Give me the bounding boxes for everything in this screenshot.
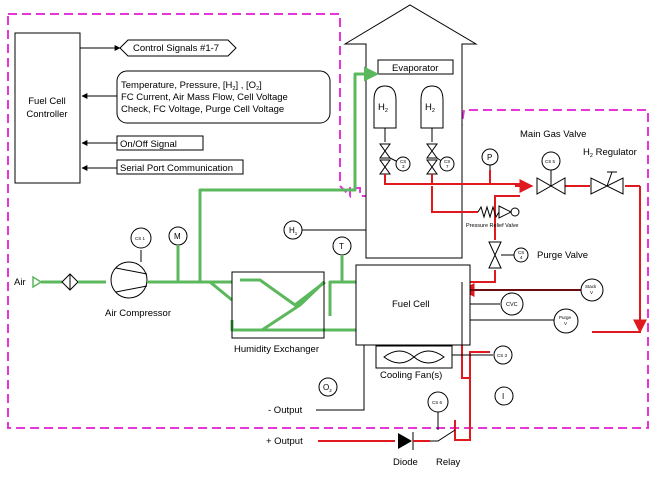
tank-valve-2 [426,143,438,159]
main-gas-valve-label: Main Gas Valve [520,129,586,140]
tank-valve-1 [379,143,391,159]
svg-text:V: V [564,321,567,326]
o2-sensor [318,377,338,397]
cs7-sensor [439,156,455,172]
evaporator-housing [343,4,478,259]
control-signals-tag [119,39,237,57]
svg-text:CS 5: CS 5 [545,159,556,164]
sensor-signals-line2: FC Current, Air Mass Flow, Cell Voltage [121,92,288,103]
pressure-relief-spring [477,205,500,219]
h2-tank-2 [420,85,444,129]
air-label: Air [14,277,26,288]
purge-valve [488,241,502,269]
svg-text:CS: CS [518,250,524,255]
humidity-exchanger [231,271,325,339]
svg-text:M: M [174,232,181,241]
cvc-sensor [500,292,524,316]
h2-regulator-label: H2 Regulator [583,147,637,159]
relay [430,429,456,442]
sensor-signals-line1: Temperature, Pressure, [H2] , [O2] [121,80,262,92]
serial-label: Serial Port Communication [120,163,233,174]
svg-text:CS: CS [400,159,406,164]
cs1-sensor [130,227,152,249]
svg-text:CS 3: CS 3 [497,353,508,358]
hydrogen-line-purge [494,195,520,240]
purge-valve-label: Purge Valve [537,250,588,261]
svg-text:CS 6: CS 6 [432,400,443,405]
cs6-sensor [427,391,449,413]
svg-text:I: I [502,392,504,401]
pressure-sensor [481,148,499,166]
svg-text:CS 1: CS 1 [135,236,146,241]
relay-label: Relay [436,457,461,468]
sensor-signals-line3: Check, FC Voltage, Purge Cell Voltage [121,104,284,115]
sensor-signals-box [116,70,331,124]
svg-text:4: 4 [520,255,523,260]
svg-text:P: P [487,153,492,162]
onoff-box [116,135,204,151]
air-compressor [110,261,148,299]
svg-text:V: V [590,290,593,295]
svg-text:Purge: Purge [559,315,572,320]
hydrogen-line-main [384,170,520,185]
svg-text:T: T [339,242,344,251]
cs4-sensor [513,247,529,263]
cooling-fans-label: Cooling Fan(s) [380,370,442,381]
purge-voltage-sensor [553,308,579,334]
svg-text:CS: CS [444,159,450,164]
air-line-cross [240,278,326,332]
current-sensor [494,386,514,406]
air-line-compressor-out [147,280,233,302]
diode-label: Diode [393,457,418,468]
svg-text:H1: H1 [289,226,298,236]
controller-label-2: Controller [26,109,67,120]
h2-tank-1-label: H2 [378,102,388,114]
pressure-relief-label: Pressure Relief Valve [466,223,518,229]
serial-box [116,159,244,175]
humidity-exchanger-label: Humidity Exchanger [234,344,319,355]
svg-text:Stack: Stack [585,284,597,289]
controller-box [14,32,81,184]
svg-text:O2: O2 [323,383,332,393]
hydrogen-line-relief [431,186,478,213]
evaporator-label: Evaporator [392,63,438,74]
h2-tank-1 [373,85,397,129]
onoff-label: On/Off Signal [120,139,177,150]
pos-output-label: + Output [266,436,303,447]
air-line-to-evaporator [198,66,379,282]
cs-fan-sensor [493,345,513,365]
air-inlet-arrow [32,275,43,289]
svg-text:7: 7 [446,164,449,169]
air-compressor-label: Air Compressor [105,308,171,319]
fuel-cell-label: Fuel Cell [392,299,430,310]
fuel-cell [355,264,471,346]
cs5-sensor [541,151,561,171]
svg-text:CVC: CVC [506,302,518,308]
h2-tank-2-label: H2 [425,102,435,114]
stack-voltage-sensor [580,278,604,302]
svg-text:3: 3 [402,164,405,169]
controller-label-1: Fuel Cell [28,96,66,107]
control-signals-label: Control Signals #1-7 [133,43,219,54]
neg-output-label: - Output [268,405,303,416]
cs3-sensor [395,156,411,172]
air-line-return [328,280,356,316]
diode [398,433,412,449]
